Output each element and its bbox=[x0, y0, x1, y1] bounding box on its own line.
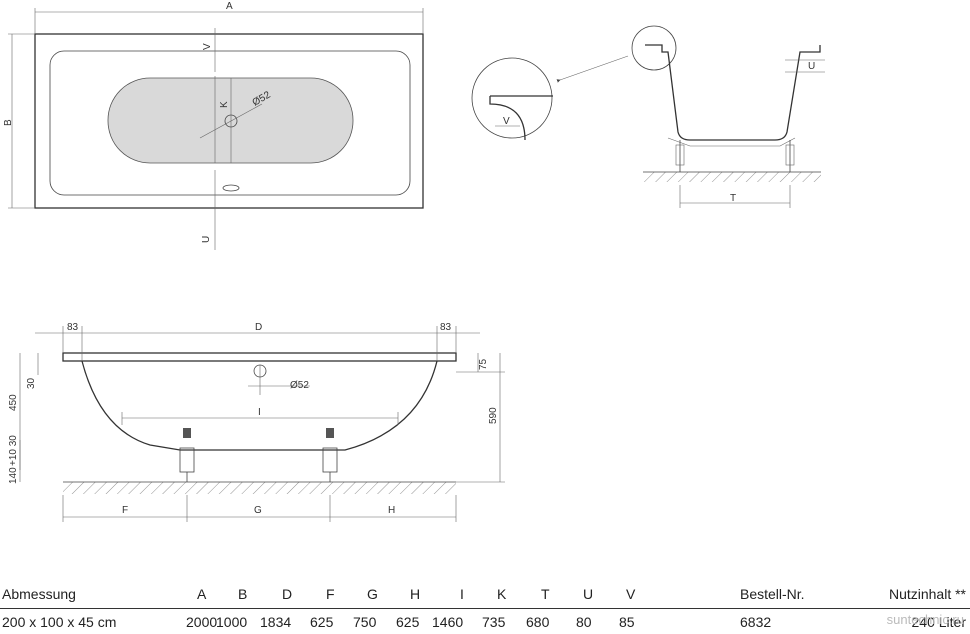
dim-g-label: G bbox=[254, 505, 262, 516]
dim-t-label: T bbox=[730, 193, 736, 204]
table-cell: 1834 bbox=[260, 614, 292, 630]
table-header: K bbox=[497, 586, 507, 602]
tub-basin bbox=[107, 77, 354, 164]
technical-drawing: A B V K Ø52 U V bbox=[3, 1, 825, 522]
dim-k-label: K bbox=[219, 101, 230, 108]
dim-a-label: A bbox=[226, 1, 233, 12]
dim-30-label: 30 bbox=[26, 377, 37, 389]
table-cell: 80 bbox=[576, 614, 592, 630]
dim-140-label: 140 bbox=[8, 467, 19, 484]
side-floor bbox=[63, 482, 456, 494]
table-header: I bbox=[460, 586, 464, 602]
dim-h-label: H bbox=[388, 505, 395, 516]
table-header: T bbox=[541, 586, 550, 602]
dim-v-label: V bbox=[202, 43, 213, 50]
watermark: suntechnic.ru bbox=[886, 612, 964, 627]
dim-i-label: I bbox=[258, 407, 261, 418]
table-cell: 1460 bbox=[432, 614, 464, 630]
table-header: F bbox=[326, 586, 335, 602]
left-leg bbox=[179, 428, 195, 482]
right-leg bbox=[322, 428, 338, 482]
table-cell: 680 bbox=[526, 614, 550, 630]
table-cell: 200 x 100 x 45 cm bbox=[2, 614, 117, 630]
table-header: Nutzinhalt ** bbox=[888, 586, 966, 602]
side-rim bbox=[62, 352, 457, 362]
table-cell: 6832 bbox=[740, 614, 772, 630]
dim-83-right-label: 83 bbox=[440, 322, 452, 333]
table-cell: 85 bbox=[619, 614, 635, 630]
tub-inner-rim bbox=[49, 50, 411, 196]
side-view: Ø52 I 83 D 83 bbox=[8, 322, 505, 522]
tub-outer-rim bbox=[34, 33, 424, 209]
detail-dim-u-label: U bbox=[808, 61, 815, 72]
dim-10-30-label: +10 30 bbox=[8, 435, 19, 466]
dim-590-label: 590 bbox=[488, 407, 499, 424]
side-tub-body bbox=[81, 360, 438, 451]
detail-dim-v-label: V bbox=[503, 116, 510, 127]
top-view: A B V K Ø52 U bbox=[3, 1, 424, 250]
overflow-icon bbox=[222, 184, 240, 192]
table-header: Abmessung bbox=[2, 586, 76, 602]
table-cell: 625 bbox=[396, 614, 420, 630]
table-separator bbox=[0, 608, 970, 609]
table-header: U bbox=[583, 586, 594, 602]
dim-b-label: B bbox=[3, 119, 14, 126]
table-header: D bbox=[282, 586, 293, 602]
table-cell: 625 bbox=[310, 614, 334, 630]
table-header: V bbox=[626, 586, 636, 602]
dim-f-label: F bbox=[122, 505, 128, 516]
side-drain-diameter-label: Ø52 bbox=[290, 380, 309, 391]
table-header-row: Abmessung A B D F G H I K T U V Bestell-… bbox=[0, 586, 970, 606]
cross-section-view: V T U bbox=[471, 25, 825, 208]
table-row: 200 x 100 x 45 cm 2000 1000 1834 625 750… bbox=[0, 614, 970, 634]
table-header: B bbox=[238, 586, 248, 602]
dim-83-left-label: 83 bbox=[67, 322, 79, 333]
table-cell: 1000 bbox=[216, 614, 248, 630]
dim-d-label: D bbox=[255, 322, 262, 333]
dim-450-label: 450 bbox=[8, 394, 19, 411]
table-cell: 750 bbox=[353, 614, 377, 630]
dim-75-label: 75 bbox=[478, 358, 489, 370]
table-header: A bbox=[197, 586, 207, 602]
table-cell: 2000 bbox=[186, 614, 218, 630]
dim-u-label: U bbox=[201, 236, 212, 243]
table-cell: 240 Liter bbox=[911, 614, 966, 630]
cross-section-floor bbox=[643, 172, 821, 182]
detail-magnifier bbox=[471, 57, 553, 139]
table-header: Bestell-Nr. bbox=[740, 586, 805, 602]
table-cell: 735 bbox=[482, 614, 506, 630]
table-header: H bbox=[410, 586, 421, 602]
table-header: G bbox=[367, 586, 378, 602]
